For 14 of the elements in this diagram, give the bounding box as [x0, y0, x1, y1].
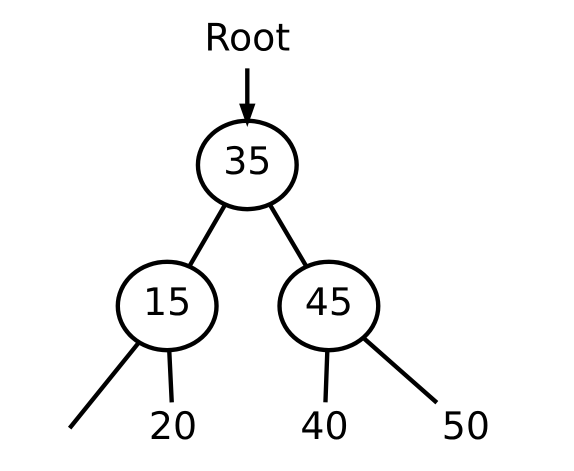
- connector: [187, 204, 227, 268]
- node-ellipse: 35: [196, 118, 299, 212]
- connector: [268, 203, 308, 268]
- connector: [323, 350, 330, 402]
- node-text: 40: [300, 404, 349, 448]
- node-text: 50: [442, 404, 490, 448]
- arrow: [239, 68, 256, 127]
- node-text: Root: [204, 15, 290, 60]
- node-ellipse: 45: [277, 260, 380, 352]
- connector: [68, 341, 141, 430]
- connector: [167, 350, 174, 402]
- connector: [362, 336, 438, 404]
- node-ellipse: 15: [116, 260, 219, 352]
- node-text: 20: [148, 404, 198, 448]
